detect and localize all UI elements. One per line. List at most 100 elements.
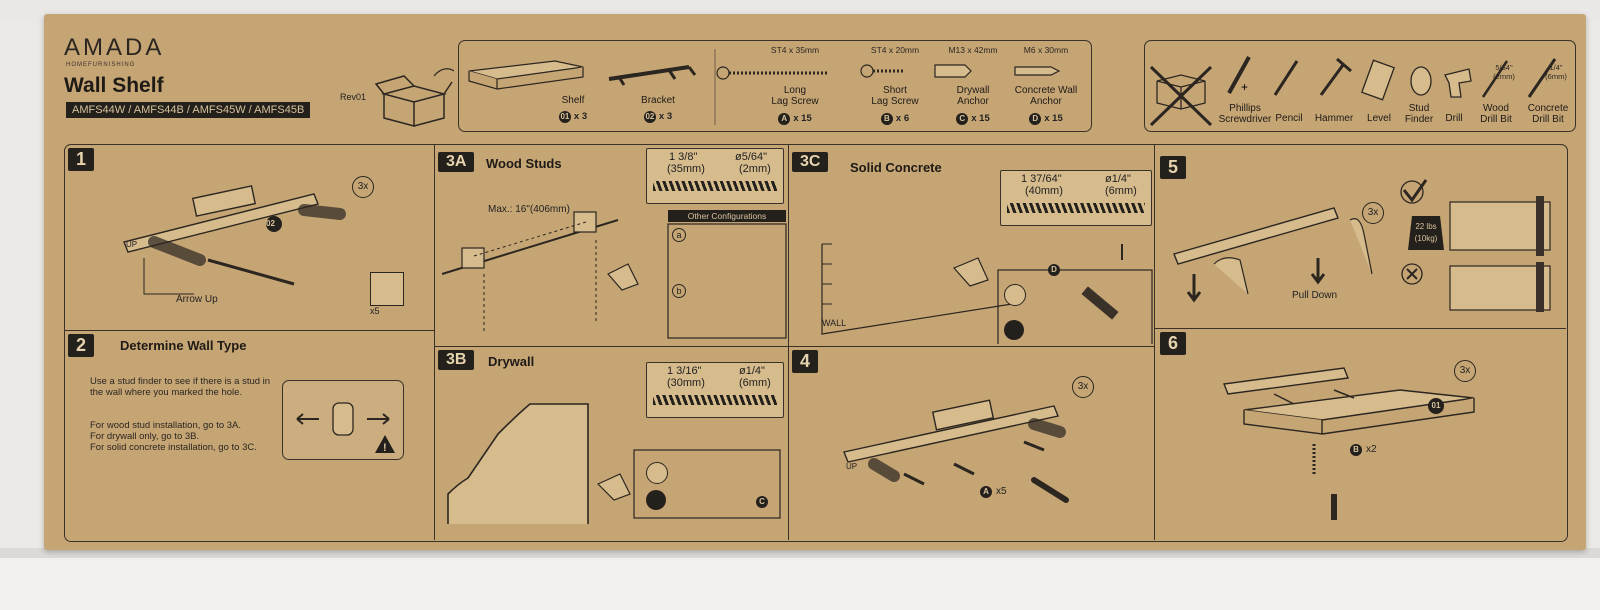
part-a-spec: ST4 x 35mm (755, 45, 835, 55)
happy-face-icon (1004, 284, 1026, 306)
pull-down-label: Pull Down (1292, 290, 1337, 301)
step-4-illustration (834, 390, 1084, 520)
step-6-screw-qty: x2 (1366, 444, 1377, 455)
drill-bit-icon (653, 395, 777, 405)
part-c-label: Drywall Anchor (933, 85, 1013, 107)
step-4-up-label: UP (846, 462, 857, 471)
config-b-label: b (672, 284, 686, 298)
tool-drill-label: Drill (1439, 113, 1469, 124)
step-3b-depth-mm: (30mm) (667, 377, 705, 389)
config-a-label: a (672, 228, 686, 242)
step-3a-max-spacing: Max.: 16"(406mm) (488, 204, 570, 215)
svg-text:+: + (1241, 80, 1248, 94)
step-6-number: 6 (1160, 332, 1186, 355)
step-1-bracket-tag: 02 (266, 219, 275, 228)
step-3c-number: 3C (792, 152, 828, 172)
shelf-surface (0, 548, 1600, 610)
step-3c-title: Solid Concrete (850, 160, 942, 175)
part-shelf-label: Shelf (533, 95, 613, 106)
step-4-screw-tag: A (980, 486, 992, 498)
step-3a-depth-mm: (35mm) (667, 163, 705, 175)
sad-face-icon (646, 490, 666, 510)
part-bracket-label: Bracket (613, 95, 703, 106)
part-a-label: Long Lag Screw (755, 85, 835, 107)
step-3a-diameter: ø5/64" (735, 151, 767, 163)
step-2-number: 2 (68, 334, 94, 357)
step-3b-depth: 1 3/16" (667, 365, 702, 377)
page-title: Wall Shelf (64, 74, 164, 98)
step-3c-diameter-mm: (6mm) (1105, 185, 1137, 197)
step-3b-anchor-tag: C (756, 496, 768, 508)
divider-h3 (788, 346, 1154, 347)
brand-logo: AMADA (64, 34, 164, 62)
step-3b-diameter-mm: (6mm) (739, 377, 771, 389)
step-3c-depth-mm: (40mm) (1025, 185, 1063, 197)
model-numbers: AMFS44W / AMFS44B / AMFS45W / AMFS45B (66, 102, 310, 118)
step-1-arrow-up-label: Arrow Up (176, 294, 218, 305)
step-3b-number: 3B (438, 350, 474, 370)
part-b-spec: ST4 x 20mm (855, 45, 935, 55)
part-b-label: Short Lag Screw (855, 85, 935, 107)
part-d-label: Concrete Wall Anchor (1003, 85, 1089, 107)
svg-text:!: ! (383, 442, 387, 454)
step-3c-diameter: ø1/4" (1105, 173, 1131, 185)
tool-concrete-bit-spec: 1/4" (6mm) (1541, 63, 1571, 81)
step-3c-drill-spec: 1 37/64" (40mm) ø1/4" (6mm) (1000, 170, 1152, 226)
weight-limit-kg: (10kg) (1410, 234, 1442, 243)
part-c-spec: M13 x 42mm (933, 45, 1013, 55)
step-2-wall-options: For wood stud installation, go to 3A. Fo… (90, 420, 280, 453)
brand-tagline: HOMEFURNISHING (66, 62, 135, 68)
drill-bit-icon (653, 181, 777, 191)
step-1-number: 1 (68, 148, 94, 171)
step-6-screw-tag: B (1350, 444, 1362, 456)
step-3a-number: 3A (438, 152, 474, 172)
weight-limit-lbs: 22 lbs (1410, 222, 1442, 231)
divider-h2 (434, 346, 788, 347)
pencil-mark-icon (370, 272, 404, 306)
step-3c-anchor-tag: D (1048, 264, 1060, 276)
step-3b-drill-spec: 1 3/16" (30mm) ø1/4" (6mm) (646, 362, 784, 418)
sad-face-icon (1004, 320, 1024, 340)
tool-stud-finder-label: Stud Finder (1399, 103, 1439, 125)
step-3b-diameter: ø1/4" (739, 365, 765, 377)
other-configurations-label: Other Configurations (668, 210, 786, 222)
step-1-x5-label: x5 (370, 306, 380, 316)
revision-label: Rev01 (340, 92, 366, 102)
divider-h4 (1154, 328, 1566, 329)
step-4-number: 4 (792, 350, 818, 373)
instruction-sheet: AMADA HOMEFURNISHING Wall Shelf Rev01 AM… (44, 14, 1586, 550)
step-6-shelf-tag: 01 (1428, 398, 1444, 414)
tool-concrete-bit-label: Concrete Drill Bit (1521, 103, 1575, 125)
step-3a-drill-spec: 1 3/8" (35mm) ø5/64" (2mm) (646, 148, 784, 204)
step-5-number: 5 (1160, 156, 1186, 179)
part-d-spec: M6 x 30mm (1003, 45, 1089, 55)
tool-wood-bit-label: Wood Drill Bit (1471, 103, 1521, 125)
step-3b-title: Drywall (488, 354, 534, 369)
weight-check-illustration (1396, 176, 1556, 316)
tools-list: + Phillips Screwdriver Pencil Hammer Lev… (1144, 40, 1576, 132)
divider-3 (1154, 144, 1155, 540)
divider-1 (434, 144, 435, 540)
step-5-illustration (1164, 194, 1394, 314)
step-3a-diameter-mm: (2mm) (739, 163, 771, 175)
box-icon (374, 66, 454, 128)
stud-finder-illustration: ! (282, 380, 404, 460)
tool-screwdriver-label: Phillips Screwdriver (1215, 103, 1275, 125)
part-c-count: Cx 15 (933, 113, 1013, 125)
divider-h1 (64, 330, 434, 331)
tool-pencil-label: Pencil (1269, 113, 1309, 124)
drill-bit-icon (1007, 203, 1145, 213)
tool-wood-bit-spec: 5/64" (2mm) (1489, 63, 1519, 81)
tool-hammer-label: Hammer (1309, 113, 1359, 124)
step-4-screw-qty: x5 (996, 486, 1007, 497)
step-6-illustration (1204, 364, 1524, 524)
step-1-illustration (104, 184, 384, 314)
tool-level-label: Level (1359, 113, 1399, 124)
step-1-up-label: UP (126, 240, 137, 249)
step-3c-depth: 1 37/64" (1021, 173, 1062, 185)
